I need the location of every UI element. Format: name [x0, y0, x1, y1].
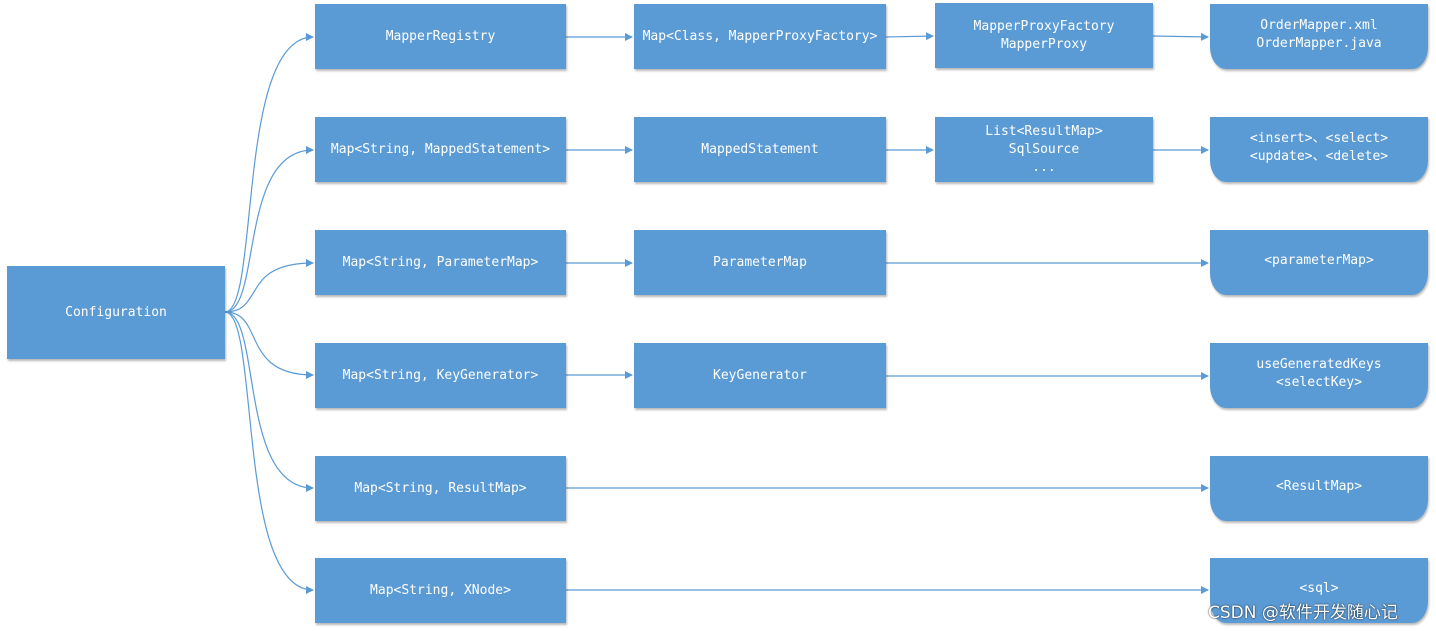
parameter-map-map-node: Map<String, ParameterMap>	[315, 230, 566, 295]
statement-tags-document-node: <insert>、<select> <update>、<delete>	[1210, 117, 1428, 182]
result-map-map-node: Map<String, ResultMap>	[315, 456, 566, 521]
source-line-insert-select: <insert>、<select>	[1249, 130, 1389, 146]
mapper-registry-label: MapperRegistry	[385, 28, 496, 44]
mapper-proxy-factory-map-node: Map<Class, MapperProxyFactory>	[634, 4, 886, 69]
sql-document-node: <sql>	[1210, 558, 1428, 623]
branch-arrow-xnode-map	[224, 311, 314, 594]
source-line-result-map-tag: <ResultMap>	[1275, 478, 1363, 494]
source-line-use-generated-keys: useGeneratedKeys	[1256, 356, 1382, 372]
mapped-statement-label: MappedStatement	[701, 141, 819, 157]
detail-line-mapper-proxy: MapperProxy	[1000, 36, 1088, 52]
mapped-statement-map-node: Map<String, MappedStatement>	[315, 117, 566, 182]
branch-arrow-mapper-registry	[224, 33, 314, 313]
mapped-statement-detail-node: List<ResultMap> SqlSource ...	[935, 117, 1153, 182]
mapper-proxy-factory-map-label: Map<Class, MapperProxyFactory>	[642, 28, 878, 44]
source-line-parameter-map-tag: <parameterMap>	[1264, 252, 1374, 268]
configuration-node: Configuration	[7, 266, 225, 359]
key-generator-node: KeyGenerator	[634, 343, 886, 408]
arrow-row1-middle-to-detail	[885, 32, 934, 41]
key-generator-map-node: Map<String, KeyGenerator>	[315, 343, 566, 408]
parameter-map-document-node: <parameterMap>	[1210, 230, 1428, 295]
arrow-row1-detail-to-source	[1152, 32, 1209, 41]
source-line-order-mapper-java: OrderMapper.java	[1256, 35, 1382, 51]
configuration-label: Configuration	[65, 304, 167, 320]
detail-line-result-map-list: List<ResultMap>	[985, 123, 1103, 139]
parameter-map-node: ParameterMap	[634, 230, 886, 295]
source-line-select-key: <selectKey>	[1275, 374, 1363, 390]
key-generator-map-label: Map<String, KeyGenerator>	[342, 367, 539, 383]
mapped-statement-node: MappedStatement	[634, 117, 886, 182]
branch-arrow-mapped-statement-map	[224, 146, 314, 313]
watermark-text: CSDN @软件开发随心记	[1208, 603, 1398, 623]
mapper-proxy-detail-node: MapperProxyFactory MapperProxy	[935, 3, 1153, 68]
detail-line-mapper-proxy-factory: MapperProxyFactory	[973, 18, 1115, 34]
parameter-map-map-label: Map<String, ParameterMap>	[342, 254, 539, 270]
branch-arrow-key-generator-map	[224, 311, 314, 379]
xnode-map-label: Map<String, XNode>	[370, 582, 511, 598]
xnode-map-node: Map<String, XNode>	[315, 558, 566, 623]
mapper-registry-node: MapperRegistry	[315, 4, 566, 69]
branch-arrow-parameter-map-map	[224, 259, 314, 313]
result-map-map-label: Map<String, ResultMap>	[354, 480, 527, 496]
mapper-source-document-node: OrderMapper.xml OrderMapper.java	[1210, 4, 1428, 69]
source-line-order-mapper-xml: OrderMapper.xml	[1260, 17, 1378, 33]
source-line-sql-tag: <sql>	[1299, 580, 1339, 596]
key-generator-document-node: useGeneratedKeys <selectKey>	[1210, 343, 1428, 408]
source-line-update-delete: <update>、<delete>	[1249, 148, 1389, 164]
key-generator-label: KeyGenerator	[713, 367, 807, 383]
branch-arrow-result-map-map	[224, 311, 314, 492]
parameter-map-label: ParameterMap	[713, 254, 807, 270]
detail-line-sql-source: SqlSource	[1008, 141, 1080, 157]
result-map-document-node: <ResultMap>	[1210, 456, 1428, 521]
mapped-statement-map-label: Map<String, MappedStatement>	[330, 141, 551, 157]
detail-line-ellipsis: ...	[1032, 159, 1056, 175]
